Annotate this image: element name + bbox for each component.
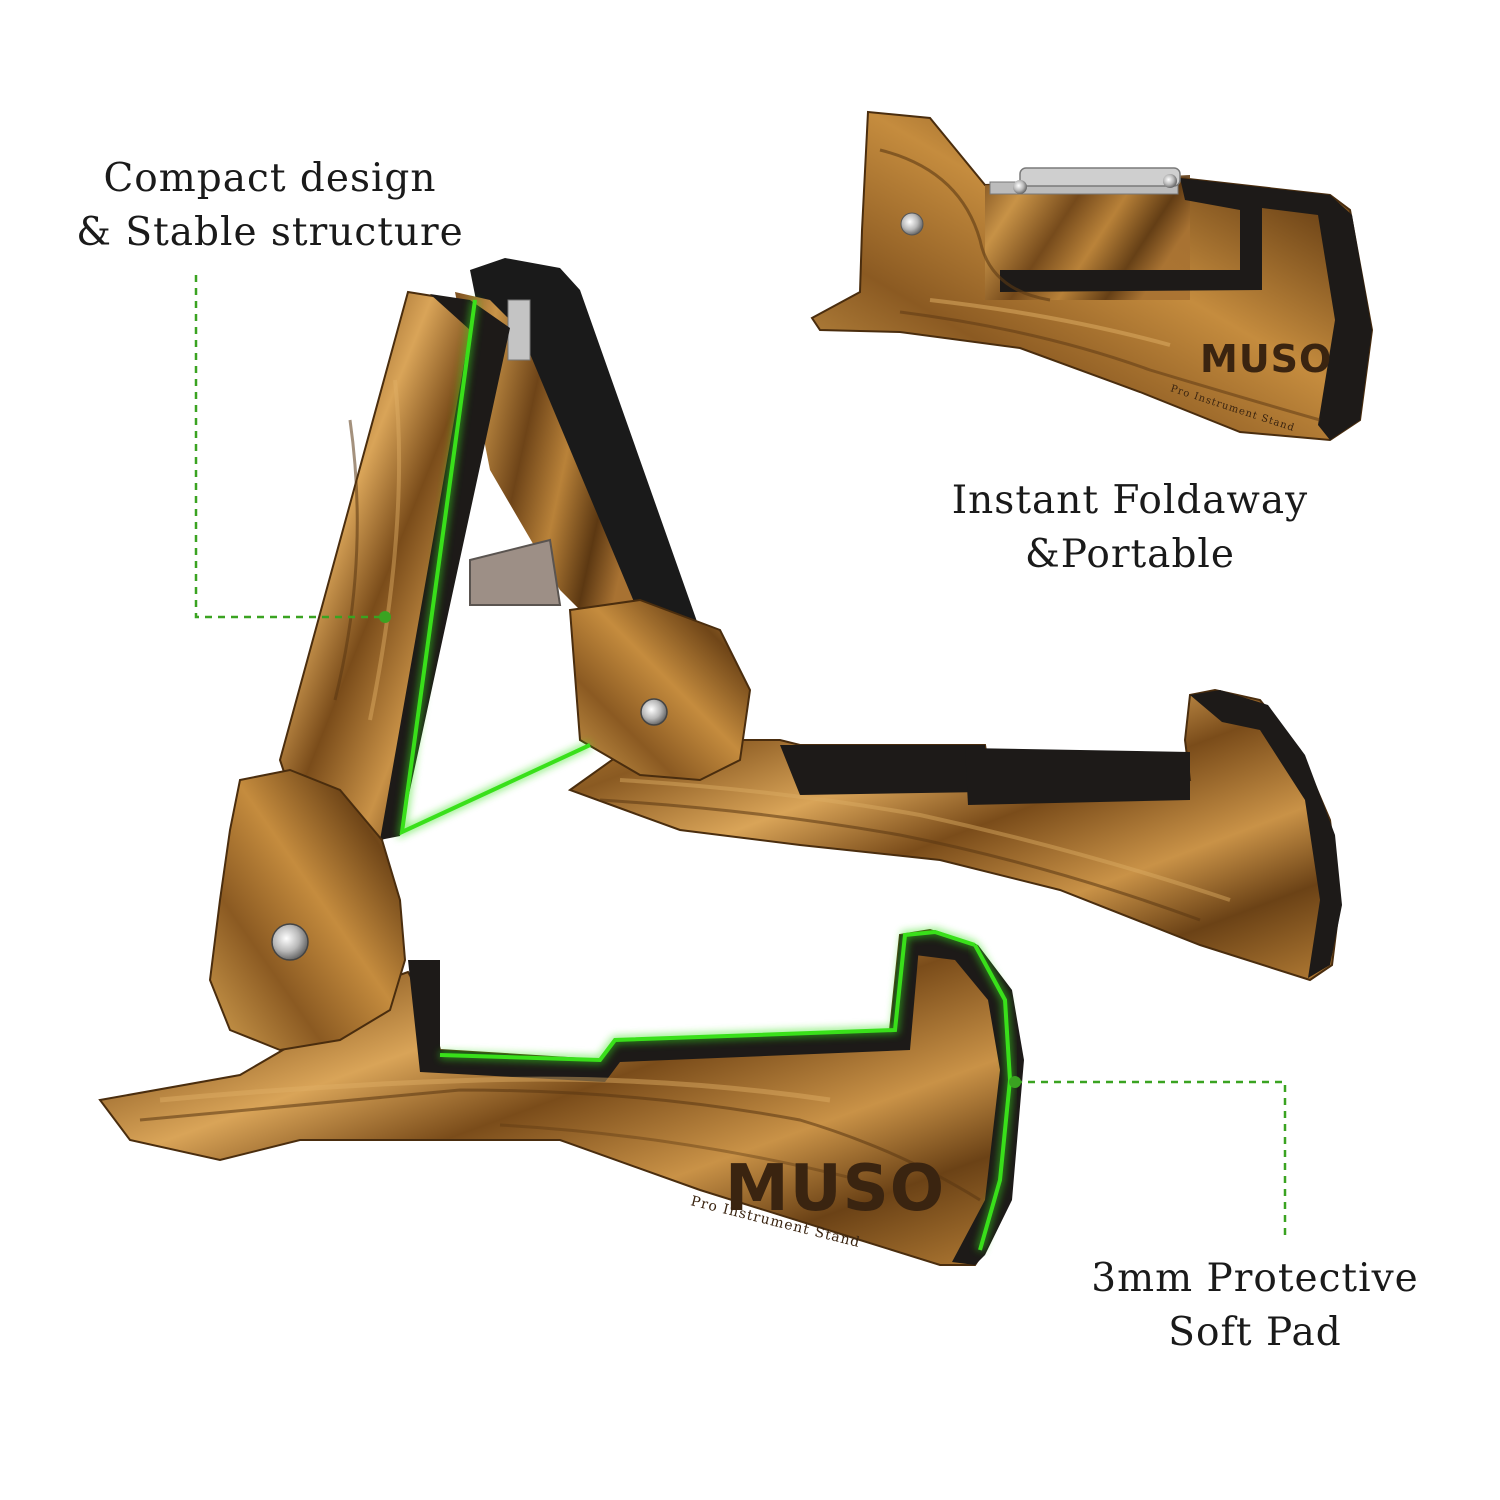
callout-pad-line2: Soft Pad: [1168, 1310, 1342, 1355]
highlight-outline: [397, 299, 1015, 1252]
open-stand: MUSO Pro Instrument Stand: [98, 258, 1342, 1266]
callout-leaders: [194, 275, 1287, 1240]
callout-foldaway-line1: Instant Foldaway: [951, 478, 1309, 523]
callout-foldaway: Instant Foldaway &Portable: [920, 474, 1340, 582]
callout-soft-pad: 3mm Protective Soft Pad: [1070, 1252, 1440, 1360]
callout-compact-line1: Compact design: [103, 156, 437, 201]
stand-logo: MUSO: [725, 1152, 945, 1226]
folded-stand: MUSO Pro Instrument Stand: [810, 110, 1374, 442]
folded-logo: MUSO: [1200, 337, 1332, 381]
callout-pad-line1: 3mm Protective: [1091, 1256, 1419, 1301]
callout-compact-design: Compact design & Stable structure: [70, 152, 470, 260]
callout-foldaway-line2: &Portable: [1025, 532, 1235, 577]
callout-compact-line2: & Stable structure: [76, 210, 464, 255]
